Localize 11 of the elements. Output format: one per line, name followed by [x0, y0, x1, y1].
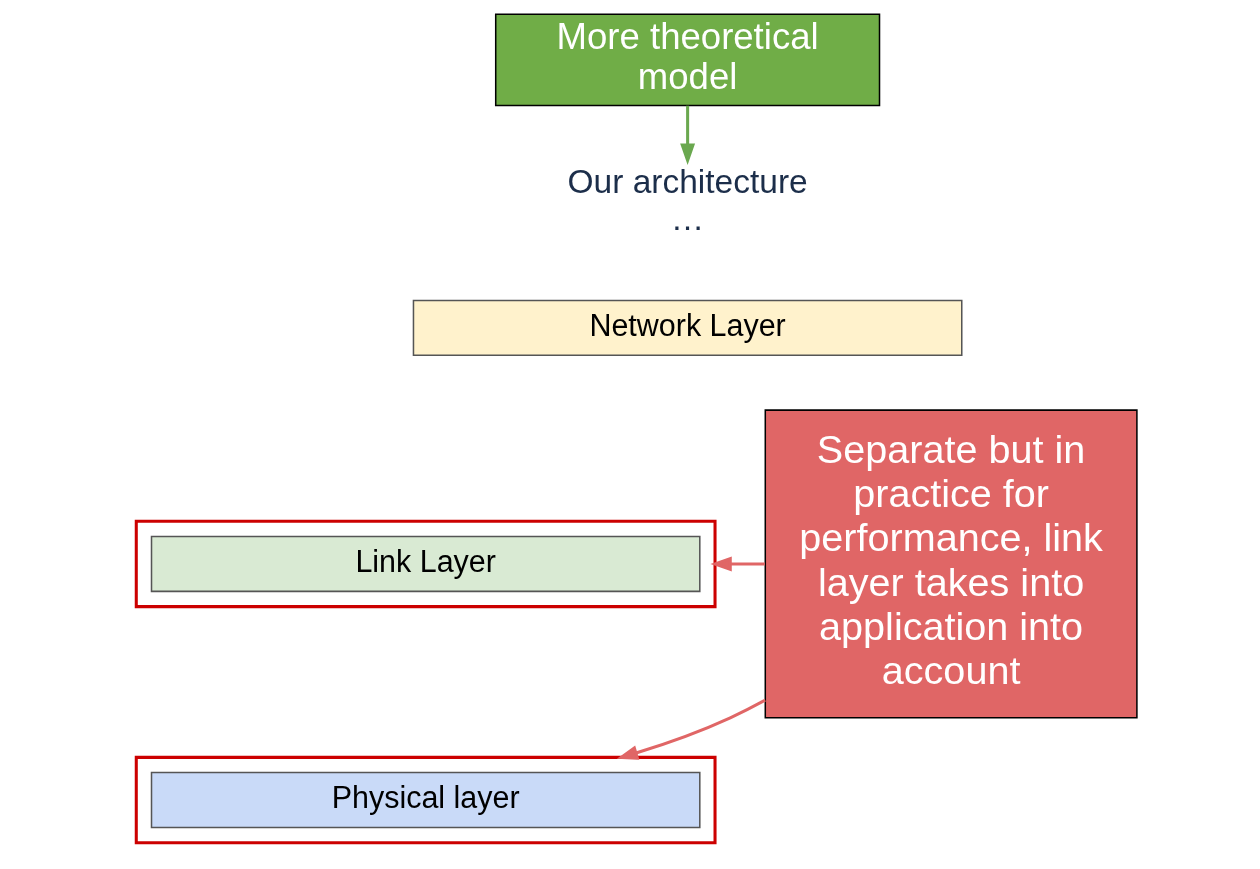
node-box: More theoretical model	[494, 13, 880, 107]
cluster	[134, 519, 717, 609]
arrow	[616, 698, 766, 760]
node-text: Our architecture …	[567, 163, 808, 237]
node-box: Physical layer	[150, 771, 701, 829]
node-box: Separate but in practice for performance, link layer takes into application into account	[764, 409, 1138, 719]
cluster	[134, 755, 717, 845]
arrow	[709, 556, 765, 572]
node-box: Network Layer	[412, 299, 962, 357]
node-box: Link Layer	[150, 535, 701, 593]
arrow	[679, 105, 695, 165]
